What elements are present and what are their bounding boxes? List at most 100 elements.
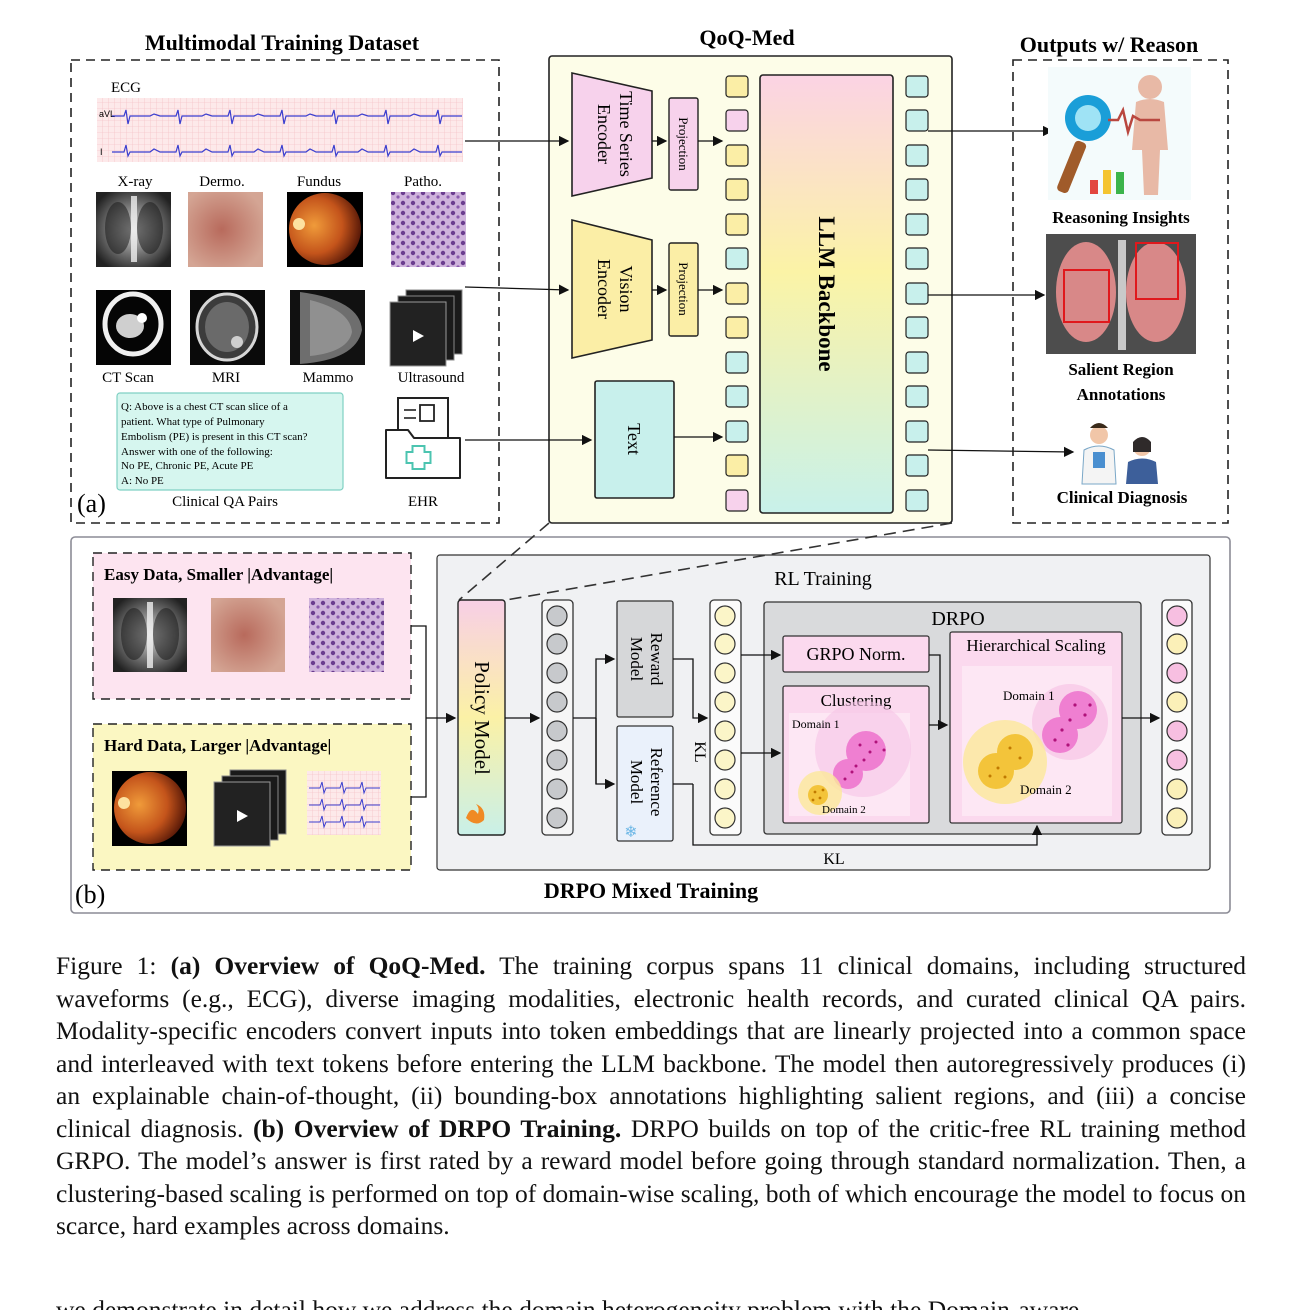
output-token (905, 178, 929, 201)
label-xray: X-ray (118, 174, 153, 190)
text-block (594, 380, 675, 499)
input-token (725, 351, 749, 374)
advantage-circle (1166, 778, 1188, 800)
projection-ts-label: Projection (676, 117, 691, 171)
advantage-circle (1166, 807, 1188, 829)
label-fundus: Fundus (297, 174, 341, 190)
reward-model-line1: Reward (647, 633, 666, 686)
qa-line-2: patient. What type of Pulmonary (121, 416, 265, 428)
label-ct-scan: CT Scan (102, 370, 154, 386)
hier-domain2-label: Domain 2 (1020, 782, 1072, 797)
projection-vision-label: Projection (676, 262, 691, 316)
rollout-circle (546, 662, 568, 684)
rollout-circle (546, 605, 568, 627)
reward-circle (714, 691, 736, 713)
ecg-label: ECG (111, 80, 141, 96)
advantage-circle (1166, 605, 1188, 627)
llm-backbone-label: LLM Backbone (814, 216, 839, 371)
label-mri: MRI (212, 370, 240, 386)
advantage-circle (1166, 749, 1188, 771)
output-token (905, 282, 929, 305)
rollout-circle (546, 778, 568, 800)
qa-label: Clinical QA Pairs (172, 494, 278, 510)
ultrasound-image (389, 289, 463, 367)
reward-circle (714, 720, 736, 742)
label-mammo: Mammo (303, 370, 354, 386)
rollout-circle (546, 807, 568, 829)
figure-diagram: Multimodal Training Dataset ECG aVL I X-… (70, 25, 1231, 914)
output-token (905, 420, 929, 443)
advantage-circle (1166, 720, 1188, 742)
reward-circle (714, 633, 736, 655)
fundus-image (287, 192, 363, 267)
input-token (725, 385, 749, 408)
input-token (725, 420, 749, 443)
llm-backbone (759, 74, 894, 514)
qa-box (116, 392, 344, 491)
qa-line-1: Q: Above is a chest CT scan slice of a (121, 401, 288, 413)
salient-region-image (1046, 234, 1196, 354)
input-token (725, 75, 749, 98)
flame-icon (466, 804, 485, 824)
kl-label-vertical: KL (691, 741, 708, 762)
ecg-trace-2 (112, 144, 462, 158)
hier-domain1-points (1053, 703, 1092, 747)
salient-region-line1: Salient Region (1068, 360, 1174, 379)
salient-region-line2: Annotations (1077, 385, 1166, 404)
hard-data-title: Hard Data, Larger |Advantage| (104, 736, 331, 755)
rollout-circle (546, 749, 568, 771)
easy-patho-image (309, 598, 384, 672)
reward-circle (714, 605, 736, 627)
mammo-image (290, 290, 365, 365)
input-token-column (725, 75, 749, 512)
caption-b-text: DRPO builds on top of the critic-free RL… (56, 1113, 1247, 1241)
easy-dermo-image (211, 598, 285, 672)
qa-line-5: No PE, Chronic PE, Acute PE (121, 460, 254, 472)
model-title: QoQ-Med (699, 25, 794, 50)
input-token (725, 316, 749, 339)
dermo-image (188, 192, 263, 267)
ecg-trace-1 (112, 109, 462, 125)
clustering-domain2-label: Domain 2 (822, 804, 866, 816)
ecg-lead-avl: aVL (99, 109, 115, 119)
dataset-title: Multimodal Training Dataset (145, 30, 420, 55)
advantage-column (1161, 599, 1193, 836)
doctor-patient-icon (1081, 423, 1158, 485)
ehr-folder-icon (385, 397, 461, 479)
outputs-title: Outputs w/ Reason (1020, 32, 1198, 57)
reference-model-line2: Model (627, 760, 646, 805)
easy-data-title: Easy Data, Smaller |Advantage| (104, 565, 333, 584)
input-token (725, 489, 749, 512)
policy-model-label: Policy Model (470, 661, 494, 775)
panel-b-arrows (411, 625, 1161, 846)
zoom-line-left (458, 522, 550, 601)
ct-scan-image (96, 290, 171, 365)
figure-caption: Figure 1: (a) Overview of QoQ-Med. The t… (56, 950, 1246, 1243)
output-token (905, 144, 929, 167)
panel-b-label: (b) (75, 880, 105, 909)
domain2-points (811, 788, 825, 802)
reward-circle (714, 807, 736, 829)
grpo-norm-box (782, 635, 930, 673)
rollout-circle (546, 691, 568, 713)
snowflake-icon: ❄ (624, 822, 637, 841)
output-token (905, 213, 929, 236)
panel-b-box (70, 536, 1231, 914)
panel-a-arrows (464, 125, 1075, 458)
caption-a-text: The training corpus spans 11 clinical do… (56, 951, 1247, 1143)
reward-circle (714, 662, 736, 684)
grpo-norm-label: GRPO Norm. (806, 644, 905, 664)
advantage-circles (1166, 605, 1188, 829)
clinical-diagnosis-label: Clinical Diagnosis (1057, 488, 1188, 507)
mri-image (190, 290, 265, 365)
label-patho: Patho. (404, 174, 442, 190)
input-token (725, 178, 749, 201)
caption-b-title: (b) Overview of DRPO Training. (252, 1113, 622, 1143)
vision-encoder (571, 218, 653, 359)
domain1-points (843, 740, 886, 781)
hier-domain1-label: Domain 1 (1003, 688, 1055, 703)
output-token (905, 454, 929, 477)
dataset-box (70, 59, 500, 524)
vision-encoder-line1: Vision (616, 266, 636, 313)
rollout-circle (546, 720, 568, 742)
